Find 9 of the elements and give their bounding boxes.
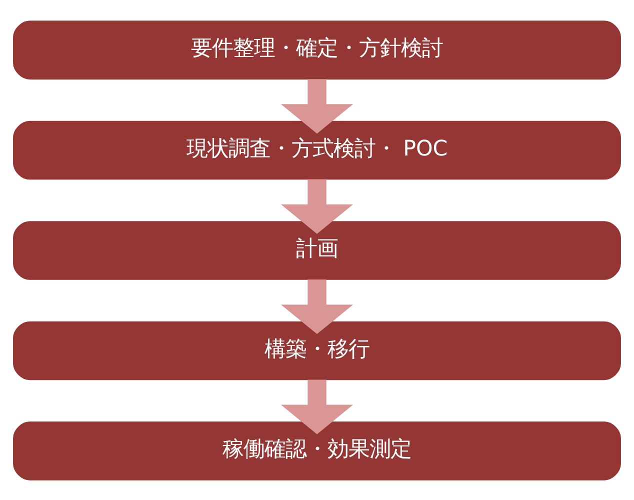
arrow: [280, 279, 354, 334]
arrow: [280, 178, 354, 234]
node-box: 構築・移行: [13, 320, 621, 380]
arrow: [280, 379, 354, 434]
arrow: [280, 78, 354, 134]
node-box: 現状調査・方式検討・ POC: [13, 120, 621, 180]
node-box: 稼働確認・効果測定: [13, 421, 621, 480]
node-box: 要件整理・確定・方針検討: [13, 20, 621, 79]
node-box: 計画: [13, 220, 621, 280]
